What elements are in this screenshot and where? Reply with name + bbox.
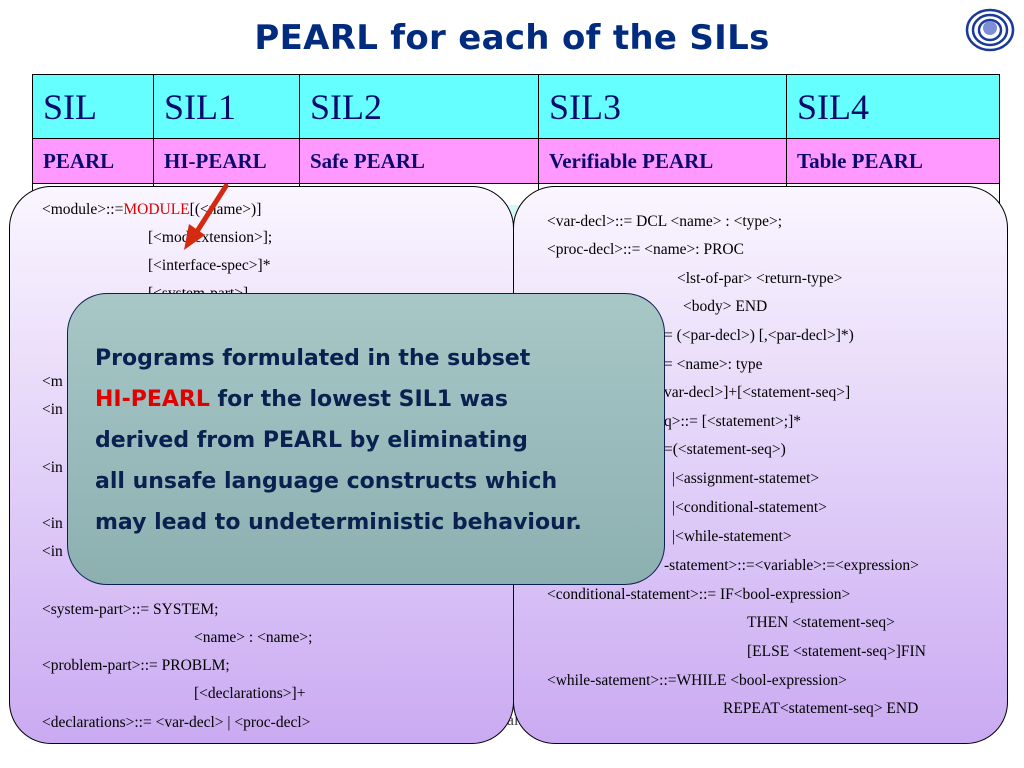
- grammar-line: <declarations>::= <var-decl> | <proc-dec…: [42, 714, 311, 731]
- grammar-line: = <name>: type: [664, 356, 763, 373]
- callout-line: HI-PEARL for the lowest SIL1 was: [95, 387, 508, 412]
- table-cell: SIL2: [299, 74, 539, 139]
- grammar-line: = (<par-decl>) [,<par-decl>]*): [664, 327, 854, 344]
- grammar-text: <module>::=: [42, 201, 124, 218]
- grammar-line: <in: [42, 459, 63, 476]
- grammar-line: var-decl>]+[<statement-seq>]: [664, 384, 851, 401]
- callout-highlight: HI-PEARL: [95, 387, 210, 412]
- grammar-line: [<interface-spec>]*: [148, 257, 271, 274]
- grammar-line: |<while-statement>: [672, 528, 792, 545]
- table-cell: Safe PEARL: [299, 138, 539, 184]
- table-cell: Verifiable PEARL: [538, 138, 787, 184]
- grammar-line: <in: [42, 401, 63, 418]
- callout-line: derived from PEARL by eliminating: [95, 428, 528, 453]
- grammar-line: <system-part>::= SYSTEM;: [42, 601, 219, 618]
- table-cell: SIL1: [153, 74, 300, 139]
- table-cell: SIL: [32, 74, 154, 139]
- slide-title: PEARL for each of the SILs: [254, 18, 770, 58]
- grammar-line: [ELSE <statement-seq>]FIN: [747, 643, 926, 660]
- grammar-text: [(<name>)]: [189, 201, 262, 218]
- grammar-line: -statement>::=<variable>:=<expression>: [664, 557, 919, 574]
- university-logo-icon: [965, 8, 1015, 52]
- callout-line: all unsafe language constructs which: [95, 469, 558, 494]
- table-cell: SIL3: [538, 74, 787, 139]
- table-cell: PEARL: [32, 138, 154, 184]
- hi-pearl-callout: Programs formulated in the subset HI-PEA…: [67, 293, 665, 585]
- callout-line: Programs formulated in the subset: [95, 346, 531, 371]
- grammar-line: |<conditional-statement>: [672, 499, 827, 516]
- table-cell: Table PEARL: [786, 138, 1000, 184]
- sil-header-row: SIL SIL1 SIL2 SIL3 SIL4: [32, 74, 1000, 139]
- grammar-line: [<mod-extension>];: [148, 229, 273, 246]
- grammar-line: <problem-part>::= PROBLM;: [42, 657, 230, 674]
- grammar-line: <conditional-statement>::= IF<bool-expre…: [547, 586, 851, 603]
- grammar-line: <name> : <name>;: [194, 629, 313, 646]
- grammar-line: <while-satement>::=WHILE <bool-expressio…: [547, 672, 847, 689]
- table-cell: HI-PEARL: [153, 138, 300, 184]
- grammar-line: <in: [42, 543, 63, 560]
- callout-text: for the lowest SIL1 was: [209, 387, 508, 412]
- grammar-line: <lst-of-par> <return-type>: [677, 270, 843, 287]
- grammar-line: <body> END: [683, 298, 768, 315]
- grammar-line: <module>::=MODULE[(<name>)]: [42, 201, 261, 219]
- pearl-variant-row: PEARL HI-PEARL Safe PEARL Verifiable PEA…: [32, 138, 1000, 184]
- grammar-line: |<assignment-statemet>: [672, 470, 820, 487]
- grammar-line: =(<statement-seq>): [664, 441, 786, 458]
- table-cell: SIL4: [786, 74, 1000, 139]
- grammar-line: <proc-decl>::= <name>: PROC: [547, 241, 744, 258]
- grammar-line: <var-decl>::= DCL <name> : <type>;: [547, 213, 783, 230]
- grammar-line: q>::= [<statement>;]*: [664, 413, 801, 430]
- grammar-line: <m: [42, 373, 63, 390]
- callout-line: may lead to undeterministic behaviour.: [95, 510, 582, 535]
- grammar-line: <in: [42, 515, 63, 532]
- grammar-line: THEN <statement-seq>: [747, 614, 895, 631]
- grammar-line: [<declarations>]+: [194, 685, 306, 702]
- grammar-line: REPEAT<statement-seq> END: [723, 700, 919, 717]
- grammar-keyword: MODULE: [123, 201, 190, 218]
